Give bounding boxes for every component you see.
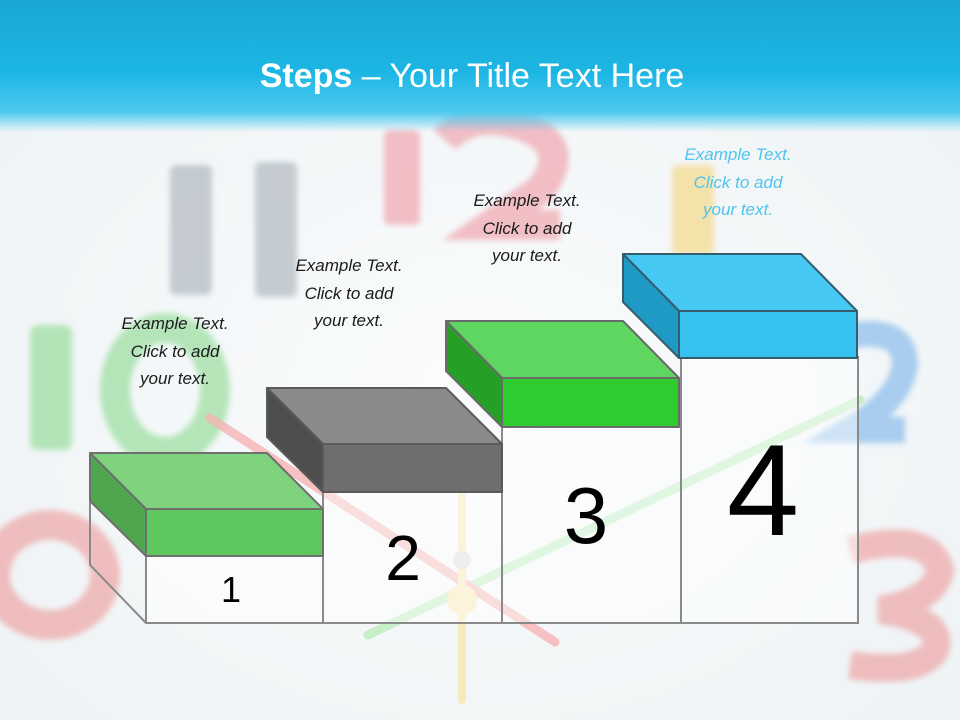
- title-rest: – Your Title Text Here: [352, 57, 685, 95]
- step-text-2[interactable]: Example Text. Click to add your text.: [295, 256, 403, 330]
- step-number-2: 2: [385, 522, 421, 594]
- step-text-1[interactable]: Example Text. Click to add your text.: [121, 314, 229, 388]
- column-outline-3: [501, 424, 682, 624]
- step-block-3: [445, 320, 680, 428]
- step-number-1: 1: [220, 569, 242, 610]
- step-block-2: [266, 387, 503, 493]
- step-number-3: 3: [563, 471, 609, 560]
- step-block-1: [89, 452, 324, 557]
- step-text-3[interactable]: Example Text. Click to add your text.: [473, 191, 581, 265]
- column-outline-2: [322, 489, 503, 624]
- step-block-4: [622, 253, 858, 359]
- column-outline-4: [680, 356, 859, 624]
- step-number-4: 4: [726, 417, 800, 563]
- step-text-4[interactable]: Example Text. Click to add your text.: [684, 145, 792, 219]
- slide-title[interactable]: Steps – Your Title Text Here: [0, 54, 944, 98]
- title-bar: [0, 0, 960, 132]
- title-bold: Steps: [259, 57, 353, 95]
- column-outline-left-1: [89, 502, 147, 624]
